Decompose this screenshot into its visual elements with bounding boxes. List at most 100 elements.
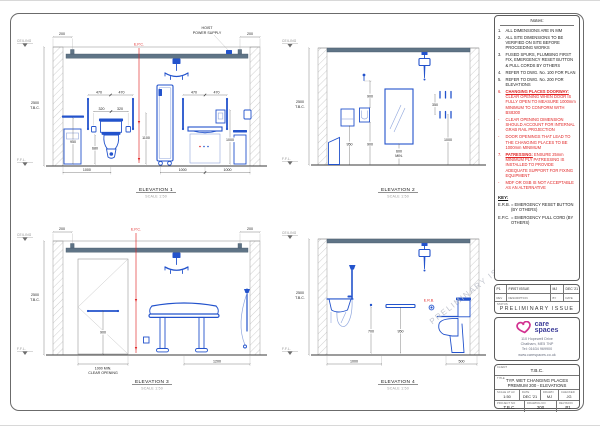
soap-dispenser bbox=[359, 107, 370, 123]
note-item: 6.CHANGING PLACES DOORWAY: CLEAR OPENING… bbox=[498, 88, 576, 115]
hoist-track-side bbox=[326, 238, 471, 244]
svg-text:E.P.C.: E.P.C. bbox=[131, 228, 141, 232]
hoist-pendant bbox=[418, 52, 431, 81]
svg-text:200: 200 bbox=[59, 227, 65, 231]
note-item: 1.ALL DIMENSIONS ARE IN MM bbox=[498, 27, 563, 33]
dim-1100: 1100 bbox=[140, 112, 152, 165]
dim-room-height: 2500 T.B.C. bbox=[30, 240, 45, 356]
changing-bench-folded bbox=[156, 84, 174, 166]
care-spaces-heart-icon bbox=[515, 321, 531, 334]
svg-text:SCALE 1:50: SCALE 1:50 bbox=[145, 195, 167, 199]
ceiling-marker: CEILING bbox=[282, 39, 298, 48]
svg-text:POWER SUPPLY: POWER SUPPLY bbox=[193, 31, 222, 35]
svg-text:2500: 2500 bbox=[296, 291, 304, 295]
dim-200-right: 200 bbox=[239, 32, 261, 50]
svg-text:T.B.C.: T.B.C. bbox=[30, 106, 40, 110]
client-value: T.B.C. bbox=[530, 368, 544, 374]
dim-470-basin: 470 470 bbox=[182, 91, 228, 97]
svg-text:900: 900 bbox=[367, 94, 373, 98]
svg-text:1000: 1000 bbox=[224, 168, 232, 172]
mirror bbox=[384, 88, 414, 145]
shelf bbox=[385, 303, 416, 309]
key-title: KEY: bbox=[498, 195, 509, 201]
dim-350: 350 bbox=[430, 93, 440, 116]
svg-text:500: 500 bbox=[459, 359, 465, 363]
dim-900: 900 bbox=[98, 310, 108, 355]
drop-rail-bracket-left bbox=[91, 126, 97, 133]
key-item: E.P.C.= EMERGENCY PULL CORD (BY OTHERS) bbox=[498, 214, 574, 225]
svg-text:1000: 1000 bbox=[444, 138, 452, 142]
note-item: 7.PATRESSING: ENSURE 25mm MINIMUM PLY PA… bbox=[498, 151, 574, 178]
ceiling-marker: CEILING bbox=[282, 231, 298, 239]
note-item: -DOOR OPENINGS THAT LEAD TO THE CHANGING… bbox=[498, 134, 571, 150]
grab-rail-left bbox=[86, 97, 90, 131]
paper-towel-dispenser bbox=[340, 108, 355, 127]
dim-600-min: 600 MIN. bbox=[393, 143, 405, 166]
ceiling-marker: CEILING bbox=[17, 39, 33, 47]
svg-text:CLEAR OPENING: CLEAR OPENING bbox=[88, 371, 118, 375]
svg-text:600: 600 bbox=[396, 150, 402, 154]
dim-1000: 1000 bbox=[442, 113, 454, 166]
hoist-pendant bbox=[418, 243, 431, 272]
svg-text:950: 950 bbox=[70, 140, 76, 144]
drawing-title-cell: TITLE TYP. WET CHANGING PLACES PREMIUM 2… bbox=[495, 376, 579, 390]
dim-680: 680 bbox=[90, 134, 100, 165]
grab-rail-basin-right bbox=[225, 97, 229, 131]
key-item: E.R.B.= EMERGENCY RESET BUTTON (BY OTHER… bbox=[498, 202, 574, 213]
ffl-marker: F.F.L. bbox=[17, 347, 33, 355]
svg-text:CEILING: CEILING bbox=[17, 233, 32, 237]
air-freshener bbox=[362, 73, 366, 81]
hoist-power-supply-label: HOIST POWER SUPPLY bbox=[193, 26, 232, 54]
hoist-track bbox=[65, 49, 249, 59]
dim-room-height: 2500 T.B.C. bbox=[295, 47, 310, 166]
svg-text:2500: 2500 bbox=[31, 101, 39, 105]
svg-text:680: 680 bbox=[92, 147, 98, 151]
svg-text:950: 950 bbox=[398, 330, 404, 334]
revision-box: P1 FIRST ISSUE MJ DEC '21 REV DESCRIPTIO… bbox=[494, 284, 580, 314]
svg-text:T.B.C.: T.B.C. bbox=[30, 298, 40, 302]
client-cell: CLIENT T.B.C. bbox=[495, 365, 579, 376]
wall-left bbox=[317, 47, 328, 166]
revision-by: MJ bbox=[550, 285, 563, 293]
soap-dispenser-window bbox=[217, 112, 224, 120]
paper-roll-holder bbox=[243, 109, 252, 120]
wall-left bbox=[317, 238, 328, 356]
dim-500: 500 bbox=[445, 356, 478, 366]
dim-950: 950 bbox=[396, 306, 405, 354]
note-item: -MDF OR OSB IS NOT ACCEPTABLE AS AN ALTE… bbox=[498, 179, 574, 190]
dim-clear-opening: 1000 MIN. CLEAR OPENING bbox=[77, 356, 129, 375]
elevation-2-label: ELEVATION 2 SCALE 1:50 bbox=[378, 187, 418, 199]
hoist-power-supply-box bbox=[226, 50, 232, 54]
svg-text:1200: 1200 bbox=[213, 359, 221, 363]
svg-text:200: 200 bbox=[59, 32, 65, 36]
ceiling-hoist-unit bbox=[164, 58, 189, 80]
svg-text:200: 200 bbox=[247, 32, 253, 36]
dim-700: 700 bbox=[366, 303, 376, 354]
ffl-marker: F.F.L. bbox=[282, 157, 298, 165]
dim-200-right: 200 bbox=[239, 227, 261, 244]
elevations-drawing: CEILING F.F.L. 2500 T.B.C. bbox=[17, 26, 486, 391]
svg-text:2500: 2500 bbox=[31, 293, 39, 297]
svg-text:700: 700 bbox=[368, 330, 374, 334]
soap-dispenser bbox=[215, 109, 226, 124]
svg-text:F.F.L.: F.F.L. bbox=[282, 157, 291, 161]
elevation-4: CEILING F.F.L. 2500 T.B.C. bbox=[282, 231, 486, 391]
dim-900-lower: 900 bbox=[365, 121, 375, 166]
wall-right bbox=[469, 238, 480, 356]
dim-1000-vertical: 1000 bbox=[224, 109, 236, 165]
wall-left bbox=[52, 46, 64, 167]
svg-text:2500: 2500 bbox=[296, 100, 304, 104]
svg-text:CEILING: CEILING bbox=[282, 39, 297, 43]
emergency-pull-cord: E.P.C. bbox=[134, 43, 144, 163]
dim-320: 320 320 bbox=[93, 107, 129, 126]
ceiling-hoist-unit bbox=[164, 252, 189, 274]
height-adjustable-washbasin bbox=[187, 126, 223, 164]
drawing-title: TYP. WET CHANGING PLACES PREMIUM 200 - E… bbox=[505, 378, 569, 388]
svg-text:ELEVATION 1: ELEVATION 1 bbox=[139, 187, 173, 193]
ffl-marker: F.F.L. bbox=[17, 158, 33, 166]
